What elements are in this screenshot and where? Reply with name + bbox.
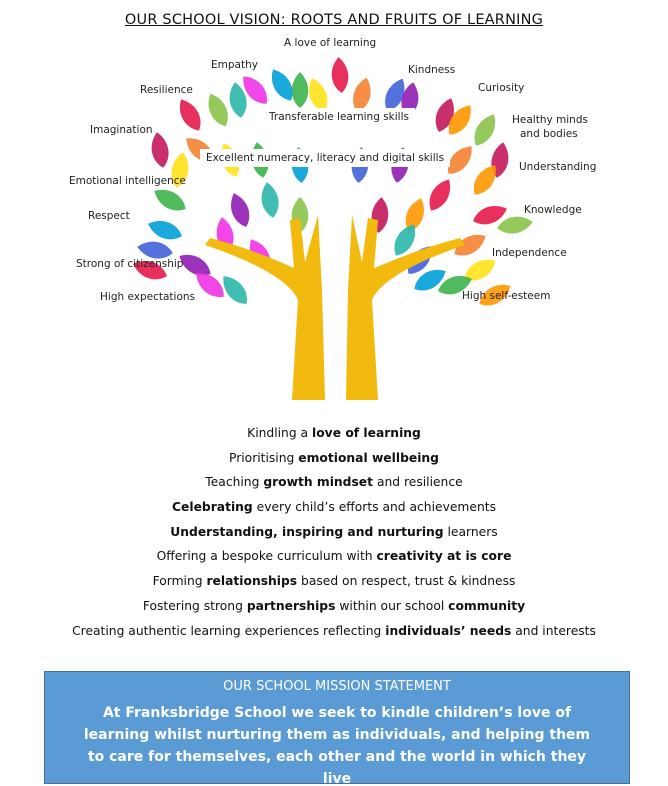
leaf-shape — [231, 193, 250, 227]
mission-body: At Franksbridge School we seek to kindle… — [83, 705, 591, 786]
vision-line-text: Forming — [152, 574, 207, 589]
leaf-shape — [148, 221, 182, 240]
leaf-shape — [438, 276, 472, 295]
label-imagination: Imagination — [90, 124, 153, 136]
leaf-shape — [133, 261, 167, 280]
leaf-shape — [171, 152, 189, 188]
leaf-shape — [179, 99, 201, 131]
mission-heading: OUR SCHOOL MISSION STATEMENT — [223, 679, 451, 694]
right-hand-trunk — [346, 215, 465, 400]
leaf-shape — [309, 78, 328, 112]
label-understanding: Understanding — [519, 161, 597, 173]
leaf-shape — [473, 165, 496, 195]
vision-line: Forming relationships based on respect, … — [0, 572, 668, 597]
leaf-shape — [208, 93, 228, 127]
tree-illustration — [133, 57, 533, 400]
left-hand-trunk — [205, 215, 325, 400]
label-empathy: Empathy — [211, 59, 258, 71]
vision-line-text: Offering a bespoke curriculum with — [156, 549, 377, 564]
vision-line-text: Creating authentic learning experiences … — [72, 623, 386, 638]
label-and-bodies: and bodies — [520, 128, 578, 140]
leaf-shape — [229, 82, 247, 118]
vision-line-text: learners — [443, 524, 498, 539]
vision-line-bold: emotional wellbeing — [298, 450, 439, 465]
leaf-shape — [154, 189, 186, 211]
vision-line-text: every child’s efforts and achievements — [252, 500, 496, 515]
leaf-shape — [196, 273, 224, 297]
leaf-shape — [291, 72, 309, 108]
leaf-shape — [414, 269, 446, 291]
vision-line-bold: Celebrating — [172, 500, 253, 515]
vision-line-text: Prioritising — [229, 450, 299, 465]
vision-line-bold: growth mindset — [263, 475, 374, 490]
label-transferable-skills: Transferable learning skills — [263, 108, 415, 126]
leaf-shape — [497, 216, 533, 234]
vision-line-bold: relationships — [206, 574, 298, 589]
label-high-self-esteem: High self-esteem — [462, 290, 551, 302]
vision-line: Offering a bespoke curriculum with creat… — [0, 547, 668, 572]
leaf-shape — [151, 132, 169, 168]
leaf-shape — [243, 76, 267, 104]
vision-line: Understanding, inspiring and nurturing l… — [0, 523, 668, 548]
leaf-shape — [394, 224, 416, 256]
leaf-shape — [331, 57, 349, 93]
leaf-shape — [405, 198, 424, 232]
label-resilience: Resilience — [140, 84, 193, 96]
vision-line-text: Teaching — [205, 475, 264, 490]
vision-line-bold: individuals’ needs — [385, 623, 512, 638]
vision-line-bold: community — [448, 598, 526, 613]
leaf-shape — [473, 206, 507, 225]
vision-line-text: within our school — [335, 598, 449, 613]
vision-line: Prioritising emotional wellbeing — [0, 449, 668, 474]
leaf-shape — [353, 77, 371, 113]
vision-line-text: based on respect, trust & kindness — [297, 574, 516, 589]
vision-line-bold: Understanding, inspiring and nurturing — [170, 524, 444, 539]
vision-line-text: Fostering strong — [142, 598, 247, 613]
vision-line: Fostering strong partnerships within our… — [0, 597, 668, 622]
label-knowledge: Knowledge — [524, 204, 582, 216]
leaf-shape — [179, 254, 211, 276]
vision-line: Creating authentic learning experiences … — [0, 622, 668, 647]
leaf-shape — [429, 179, 451, 211]
leaf-shape — [137, 241, 173, 259]
vision-line: Teaching growth mindset and resilience — [0, 473, 668, 498]
vision-line-text: Kindling a — [247, 426, 313, 440]
vision-line-bold: creativity at is core — [376, 549, 512, 564]
leaf-shape — [474, 114, 496, 146]
vision-line-bold: partnerships — [246, 598, 336, 613]
leaf-shape — [448, 146, 472, 174]
leaf-shape — [448, 105, 471, 135]
vision-line: Kindling a love of learning — [0, 424, 668, 449]
leaf-shape — [464, 259, 496, 281]
mission-statement-box: OUR SCHOOL MISSION STATEMENT At Franksbr… — [44, 671, 630, 786]
label-respect: Respect — [88, 210, 130, 222]
leaf-shape — [261, 182, 279, 218]
leaf-shape — [479, 284, 511, 306]
vision-line-bold: love of learning — [312, 426, 421, 440]
label-independence: Independence — [492, 247, 567, 259]
label-curiosity: Curiosity — [478, 82, 525, 94]
label-high-expectations: High expectations — [100, 291, 195, 303]
vision-line: Celebrating every child’s efforts and ac… — [0, 498, 668, 523]
page-title: OUR SCHOOL VISION: ROOTS AND FRUITS OF L… — [124, 12, 544, 28]
label-numeracy-literacy: Excellent numeracy, literacy and digital… — [200, 149, 451, 167]
label-kindness: Kindness — [408, 64, 456, 76]
label-healthy-minds: Healthy minds — [512, 114, 588, 126]
leaf-shape — [454, 234, 486, 256]
vision-line-text: and resilience — [373, 475, 463, 490]
vision-line-text: and interests — [511, 623, 596, 638]
leaf-shape — [385, 78, 405, 112]
leaf-shape — [223, 276, 247, 304]
leaf-shape — [271, 69, 293, 101]
label-citizenship: Strong of citizenship — [76, 258, 184, 270]
label-emotional-intelligence: Emotional intelligence — [69, 175, 187, 187]
label-love-of-learning: A love of learning — [284, 37, 377, 49]
